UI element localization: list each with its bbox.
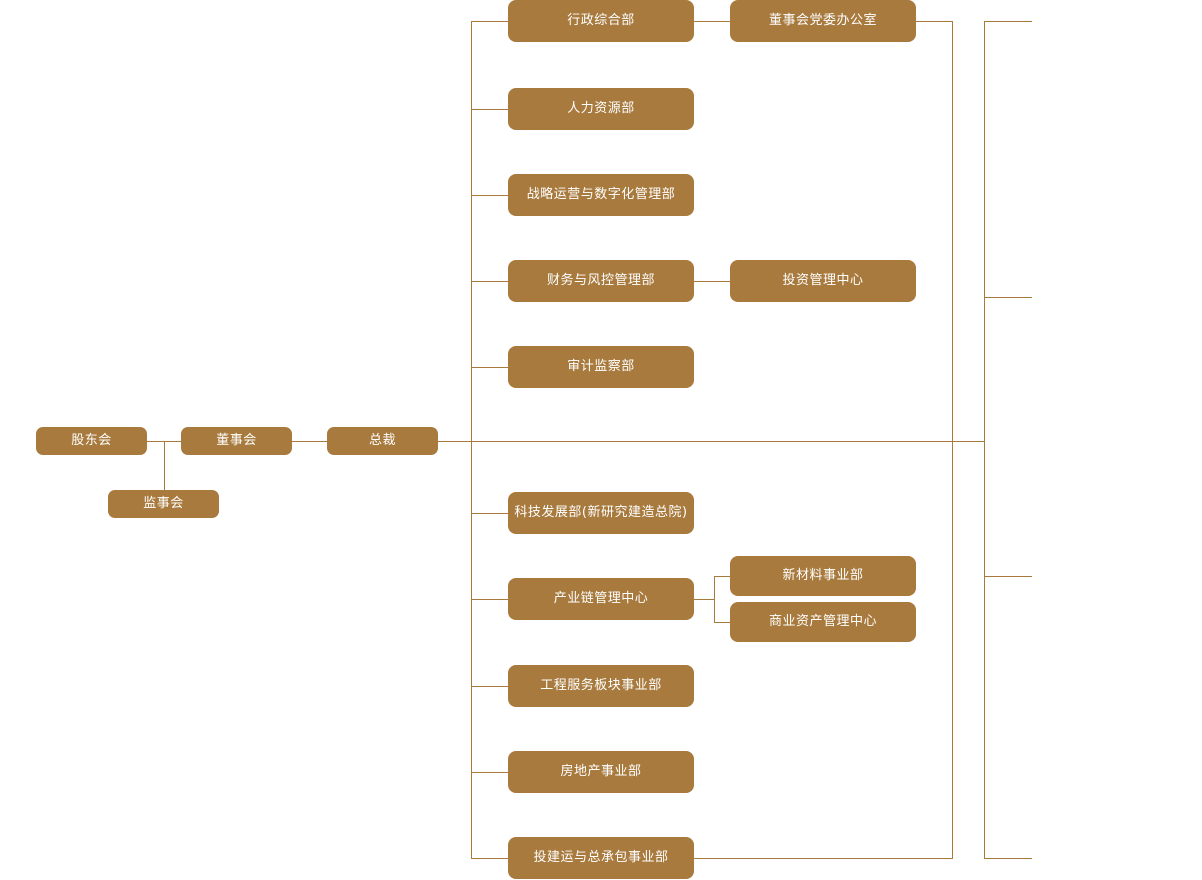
connector-admin-to-party-office <box>694 21 731 22</box>
node-real-estate-division[interactable]: 房地产事业部 <box>508 751 694 793</box>
connector-stub-engineering-service-division <box>471 686 509 687</box>
node-board-party-office[interactable]: 董事会党委办公室 <box>730 0 916 42</box>
node-admin-general-dept[interactable]: 行政综合部 <box>508 0 694 42</box>
node-investment-center[interactable]: 投资管理中心 <box>730 260 916 302</box>
connector-industry-chain-branch-vertical <box>714 576 715 623</box>
connector-right-bracket-outer <box>984 21 985 859</box>
connector-outer-rail-stub-top <box>984 21 1032 22</box>
connector-governance-to-supervisory-vertical <box>164 441 165 504</box>
node-commercial-asset-center[interactable]: 商业资产管理中心 <box>730 602 916 642</box>
node-strategy-digital-dept[interactable]: 战略运营与数字化管理部 <box>508 174 694 216</box>
connector-stub-tech-development-dept <box>471 513 509 514</box>
connector-industry-chain-out <box>694 599 715 600</box>
node-invest-build-operate-division[interactable]: 投建运与总承包事业部 <box>508 837 694 879</box>
connector-stub-commercial-asset-center <box>714 622 731 623</box>
connector-outer-rail-stub-lower-mid <box>984 576 1032 577</box>
connector-stub-admin-general-dept <box>471 21 509 22</box>
node-human-resources-dept[interactable]: 人力资源部 <box>508 88 694 130</box>
connector-outer-rail-stub-bottom <box>984 858 1032 859</box>
connector-stub-new-materials-division <box>714 576 731 577</box>
connector-stub-invest-build-operate-division <box>471 858 509 859</box>
connector-stub-finance-risk-dept <box>471 281 509 282</box>
node-engineering-service-division[interactable]: 工程服务板块事业部 <box>508 665 694 707</box>
connector-invest-build-operate-to-bracket1 <box>694 858 953 859</box>
connector-stub-real-estate-division <box>471 772 509 773</box>
connector-stub-strategy-digital-dept <box>471 195 509 196</box>
node-finance-risk-dept[interactable]: 财务与风控管理部 <box>508 260 694 302</box>
connector-department-spine <box>471 21 472 859</box>
node-shareholders-meeting[interactable]: 股东会 <box>36 427 147 455</box>
connector-stub-audit-supervision-dept <box>471 367 509 368</box>
connector-outer-rail-stub-upper-mid <box>984 297 1032 298</box>
connector-stub-human-resources-dept <box>471 109 509 110</box>
connector-stub-industry-chain-center <box>471 599 509 600</box>
connector-board-to-president <box>292 441 327 442</box>
node-president[interactable]: 总裁 <box>327 427 438 455</box>
connector-party-office-to-bracket1 <box>916 21 953 22</box>
node-industry-chain-center[interactable]: 产业链管理中心 <box>508 578 694 620</box>
connector-right-bracket-inner <box>952 21 953 859</box>
node-supervisory-board[interactable]: 监事会 <box>108 490 219 518</box>
node-board-of-directors[interactable]: 董事会 <box>181 427 292 455</box>
node-tech-development-dept[interactable]: 科技发展部(新研究建造总院) <box>508 492 694 534</box>
node-audit-supervision-dept[interactable]: 审计监察部 <box>508 346 694 388</box>
node-new-materials-division[interactable]: 新材料事业部 <box>730 556 916 596</box>
connector-finance-to-investment-center <box>694 281 731 282</box>
connector-president-trunk <box>437 441 985 442</box>
